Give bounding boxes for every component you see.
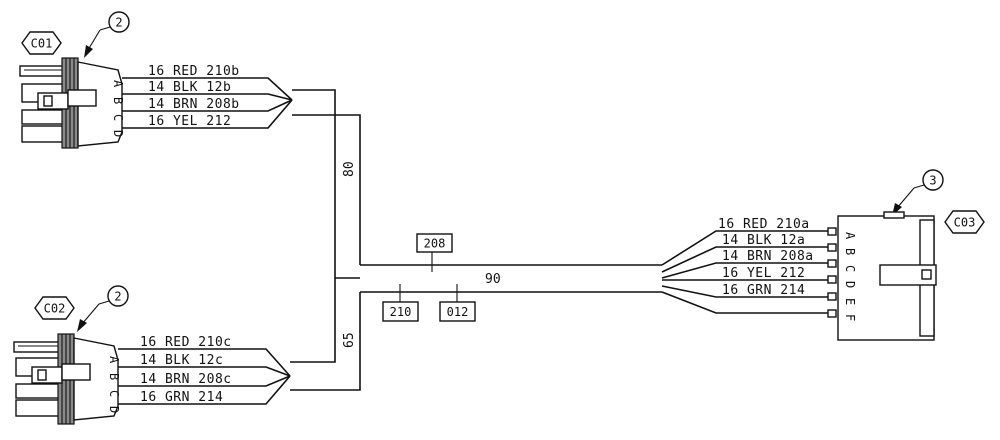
connector-c03-callout: 3 [892, 169, 944, 216]
connector-c02-pin-b: B [107, 373, 121, 380]
connector-c01-body [19, 57, 123, 149]
connector-c02-id-tag: C02 [34, 296, 75, 320]
connector-c03-pins: A B C D E F [843, 232, 857, 321]
wire-c01-d: 16 YEL 212 [148, 114, 231, 129]
splice-bottom-right: 012 [439, 284, 476, 322]
connector-c03-pin-b: B [843, 248, 857, 255]
splice-top-label: 208 [424, 237, 446, 251]
connector-c01-callout-number: 2 [115, 16, 122, 30]
wire-c01-a: 16 RED 210b [148, 64, 240, 79]
length-branch-c01: 80 [342, 161, 357, 177]
wire-c01-c: 14 BRN 208b [148, 97, 240, 112]
connector-c03-id: C03 [954, 216, 976, 230]
wire-c03-d: 16 YEL 212 [722, 266, 805, 281]
splice-top: 208 [416, 233, 453, 272]
connector-c03-pin-f: F [843, 314, 857, 321]
wire-c03-a: 16 RED 210a [718, 217, 810, 232]
connector-c03-body [827, 211, 937, 341]
wire-c03-b: 14 BLK 12a [722, 233, 805, 248]
splice-bottom-left-label: 210 [390, 305, 412, 319]
connector-c03: C03 3 A B C D E [661, 169, 985, 341]
length-trunk: 90 [485, 272, 501, 287]
wire-c02-d: 16 GRN 214 [140, 390, 223, 405]
connector-c03-pin-e: E [843, 298, 857, 305]
connector-c01-wires: 16 RED 210b 14 BLK 12b 14 BRN 208b 16 YE… [122, 64, 293, 129]
connector-c02-pin-a: A [107, 356, 121, 364]
wire-c01-b: 14 BLK 12b [148, 80, 231, 95]
splice-bottom-left: 210 [382, 284, 419, 322]
connector-c03-wires: 16 RED 210a 14 BLK 12a 14 BRN 208a 16 YE… [661, 217, 828, 314]
connector-c03-callout-number: 3 [929, 174, 936, 188]
connector-c02-pins: A B C D [107, 356, 121, 413]
connector-c03-id-tag: C03 [944, 210, 985, 234]
connector-c01-id: C01 [31, 37, 53, 51]
connector-c01-id-tag: C01 [21, 31, 62, 55]
connector-c02: C02 2 A B C D [13, 285, 291, 425]
connector-c02-pin-d: D [107, 406, 121, 413]
connector-c02-callout: 2 [77, 285, 129, 332]
connector-c02-id: C02 [44, 302, 66, 316]
connector-c03-pin-d: D [843, 281, 857, 288]
wire-c03-c: 14 BRN 208a [722, 249, 814, 264]
connector-c01-pin-b: B [111, 97, 125, 104]
connector-c03-pin-c: C [843, 265, 857, 272]
connector-c01-pins: A B C D [111, 80, 125, 137]
harness-bundle: 80 65 90 [290, 89, 662, 391]
connector-c02-body [13, 333, 119, 425]
connector-c01-pin-c: C [111, 114, 125, 121]
connector-c01: C01 2 [19, 11, 293, 149]
connector-c01-pin-d: D [111, 130, 125, 137]
connector-c01-callout: 2 [84, 11, 130, 58]
connector-c02-wires: 16 RED 210c 14 BLK 12c 14 BRN 208c 16 GR… [118, 335, 291, 405]
length-branch-c02: 65 [342, 332, 357, 348]
wire-c03-e: 16 GRN 214 [722, 283, 805, 298]
wire-c02-a: 16 RED 210c [140, 335, 232, 350]
connector-c02-callout-number: 2 [114, 290, 121, 304]
wire-c02-c: 14 BRN 208c [140, 372, 232, 387]
splice-bottom-right-label: 012 [447, 305, 469, 319]
wire-c02-b: 14 BLK 12c [140, 353, 223, 368]
connector-c03-pin-a: A [843, 232, 857, 240]
connector-c01-pin-a: A [111, 80, 125, 88]
connector-c02-pin-c: C [107, 390, 121, 397]
